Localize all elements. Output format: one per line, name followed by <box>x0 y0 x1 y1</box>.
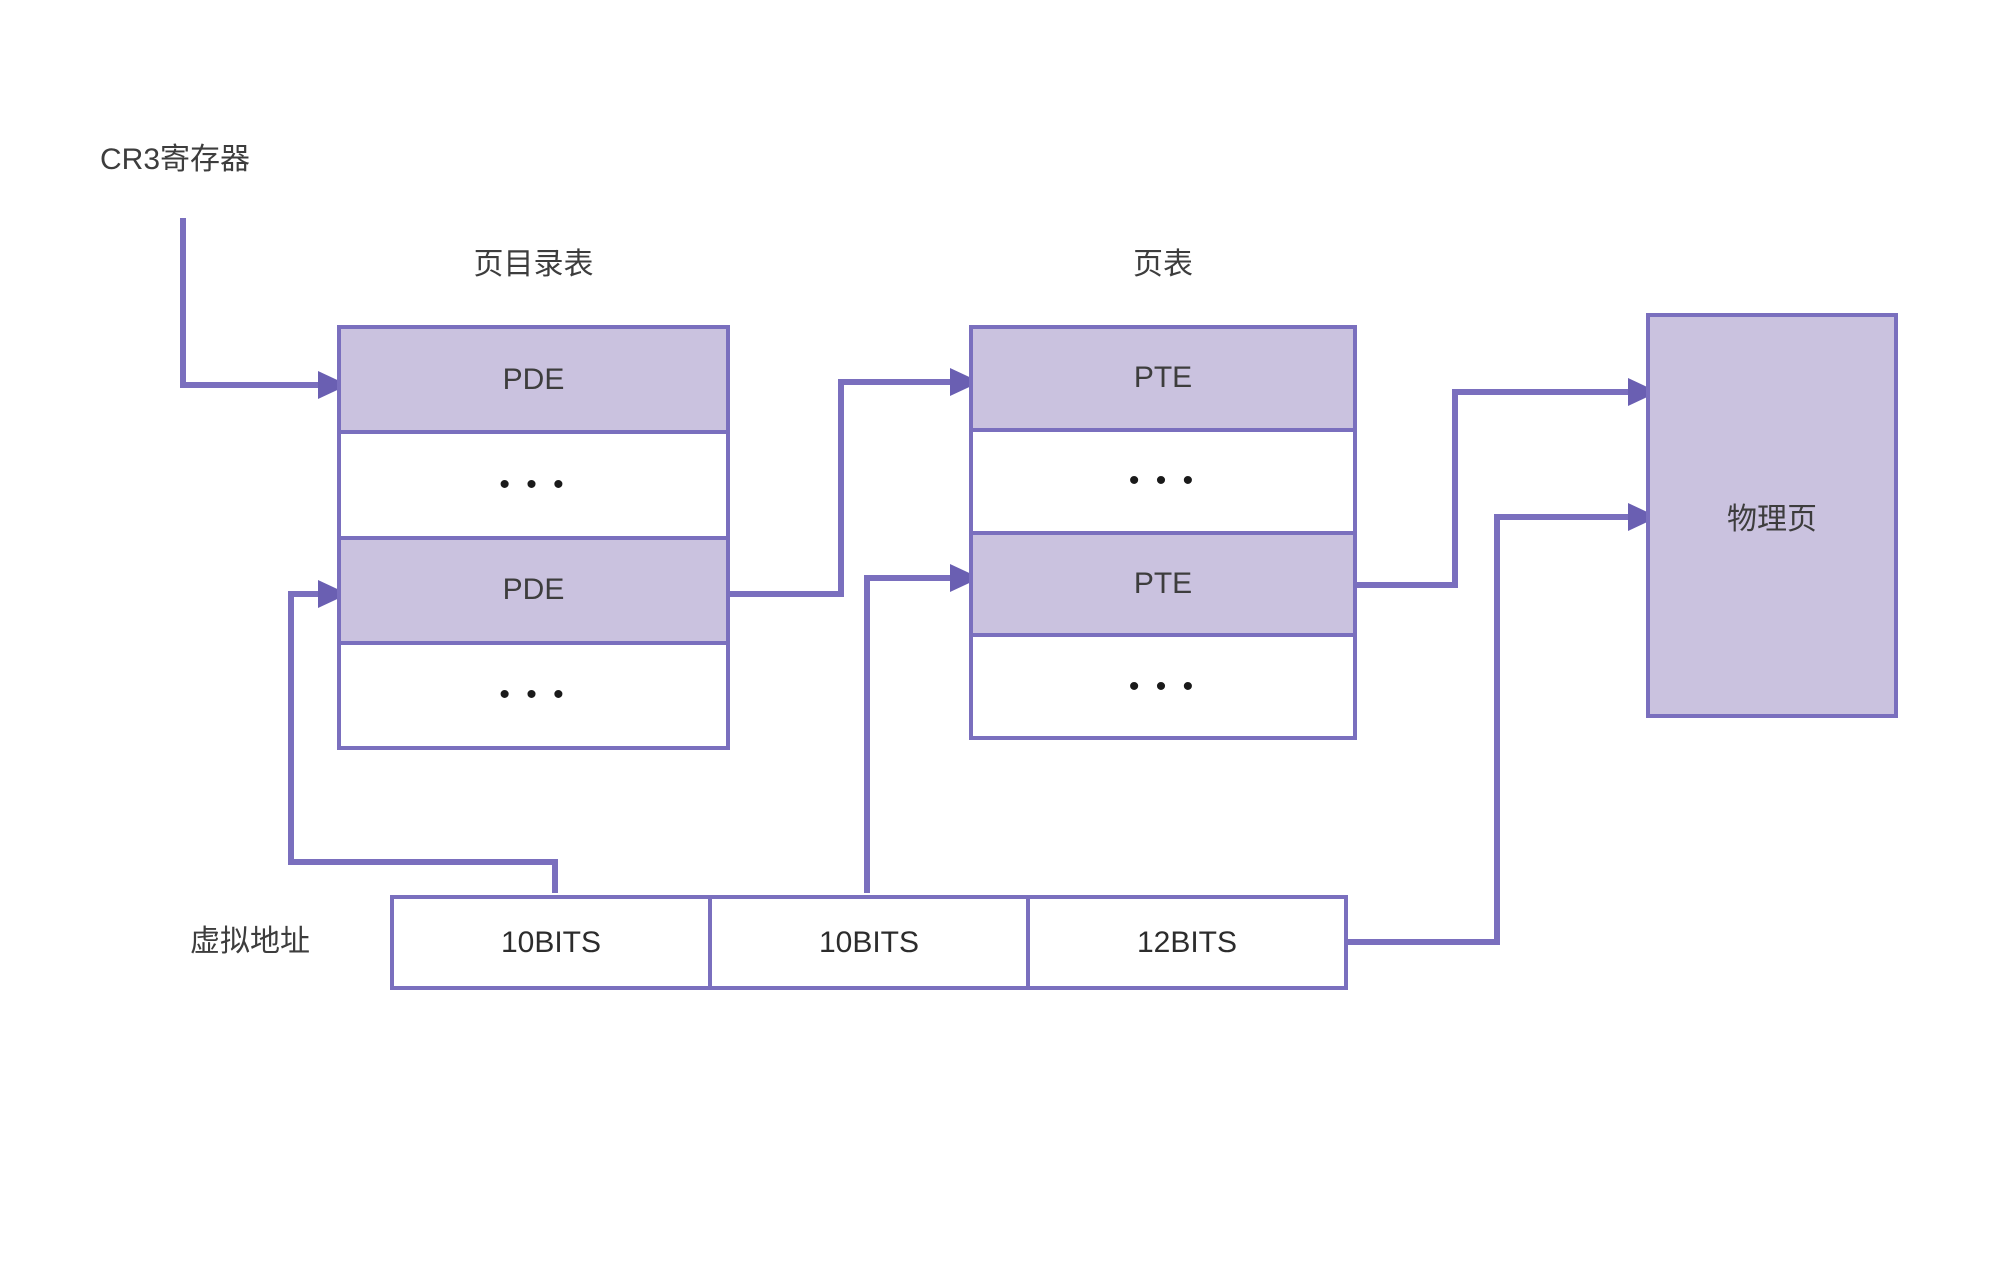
table-row[interactable]: • • • <box>973 431 1353 535</box>
cell-text: • • • <box>499 467 568 501</box>
wire-pde3-to-pte1 <box>730 368 980 597</box>
table-row[interactable]: • • • <box>341 644 726 746</box>
page-table-title: 页表 <box>1133 248 1193 281</box>
cell-text: • • • <box>1128 464 1198 498</box>
table-row[interactable]: PDE <box>341 539 726 645</box>
virtual-address-bar: 10BITS 10BITS 12BITS <box>390 895 1348 990</box>
page-directory-title: 页目录表 <box>473 248 594 281</box>
wire-va3-to-physical-page <box>1348 503 1658 945</box>
table-row[interactable]: PTE <box>973 329 1353 432</box>
wire-cr3-to-pde1 <box>180 218 348 399</box>
cell-text: PTE <box>1133 361 1193 395</box>
cell-text: PDE <box>502 362 565 396</box>
cell-text: PDE <box>502 573 565 607</box>
page-table: PTE • • • PTE • • • <box>969 325 1357 740</box>
table-row[interactable]: PDE <box>341 329 726 435</box>
table-row[interactable]: • • • <box>341 434 726 540</box>
table-row[interactable]: PTE <box>973 534 1353 638</box>
table-row[interactable]: • • • <box>973 637 1353 736</box>
cell-text: 12BITS <box>1136 925 1238 959</box>
virtual-address-cell-directory-index[interactable]: 10BITS <box>394 899 712 986</box>
physical-page-label: 物理页 <box>1727 502 1817 536</box>
virtual-address-cell-table-index[interactable]: 10BITS <box>712 899 1030 986</box>
virtual-address-label: 虚拟地址 <box>190 924 310 958</box>
cell-text: • • • <box>499 678 568 712</box>
cell-text: • • • <box>1128 669 1198 703</box>
page-directory-table: PDE • • • PDE • • • <box>337 325 730 750</box>
wire-va2-to-pte3 <box>864 564 980 893</box>
cell-text: 10BITS <box>500 925 602 959</box>
cell-text: PTE <box>1133 566 1193 600</box>
wire-pte3-to-physical-page <box>1357 378 1658 588</box>
cr3-register-label: CR3寄存器 <box>100 142 251 176</box>
cell-text: 10BITS <box>818 925 920 959</box>
virtual-address-cell-page-offset[interactable]: 12BITS <box>1030 899 1344 986</box>
physical-page-box[interactable]: 物理页 <box>1646 313 1898 718</box>
